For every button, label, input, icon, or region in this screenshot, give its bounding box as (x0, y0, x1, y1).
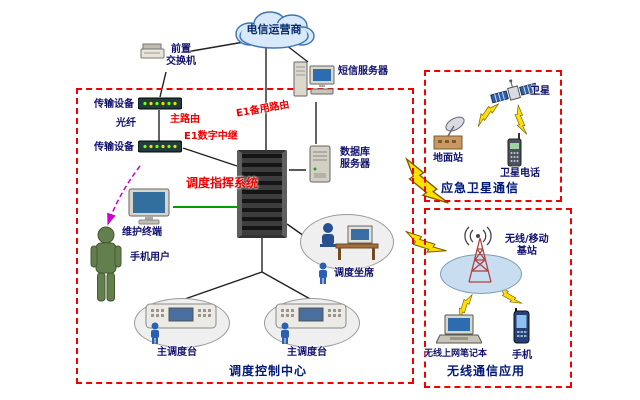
cloud-icon (235, 11, 315, 49)
satellite-phone-label: 卫星电话 (500, 168, 540, 179)
bolt-to-wireless-section (404, 230, 447, 253)
satellite-section-box (424, 70, 562, 202)
console-right-icon (275, 303, 347, 329)
dispatch-center-title: 调度控制中心 (229, 364, 308, 378)
satellite-icon (490, 79, 538, 104)
mobile-phone-label: 手机 (512, 350, 532, 361)
maintenance-terminal-icon (128, 188, 170, 225)
wireless-laptop-label: 无线上网笔记本 (424, 349, 488, 359)
phone-user-label: 手机用户 (130, 252, 170, 263)
dispatch-seat-person-icon (319, 262, 327, 284)
db-server-icon (309, 145, 331, 183)
mobile-user-wireless-arrow (107, 165, 141, 226)
phone-user-icon (90, 226, 122, 302)
wireless-section-title: 无线通信应用 (447, 364, 526, 378)
radio-waves-icon (464, 226, 492, 246)
e1-trunk-label: E1数字中继 (184, 131, 238, 142)
cloud-label: 电信运营商 (246, 23, 302, 36)
transmission-bottom-label: 传输设备 (94, 142, 134, 153)
sms-server-label: 短信服务器 (338, 66, 388, 77)
ground-station-label: 地面站 (433, 153, 463, 164)
console-right-person-icon (281, 322, 289, 344)
bolt-base-phone (498, 285, 523, 304)
db-server-label: 数据库 服务器 (340, 147, 370, 170)
fiber-label: 光纤 (116, 118, 136, 129)
dispatch-seat-platform (300, 214, 394, 270)
transmission-top-label: 传输设备 (94, 99, 134, 110)
console-right-label: 主调度台 (287, 347, 327, 358)
bolt-satellite-ground (477, 103, 500, 127)
front-switch-icon (140, 43, 165, 59)
bolt-to-satellite-section (405, 156, 449, 204)
main-route-label: 主路由 (170, 114, 200, 125)
sms-server-icon (293, 61, 335, 97)
satellite-label: 卫星 (530, 86, 550, 97)
satellite-section-title: 应急卫星通信 (441, 181, 520, 195)
transmission-top-icon (138, 97, 182, 110)
maintenance-terminal-label: 维护终端 (122, 227, 162, 238)
base-station-label: 无线/移动 基站 (505, 234, 549, 257)
transmission-bottom-icon (138, 140, 182, 153)
lightning-bolts (404, 103, 528, 321)
dispatch-seat-icon (320, 223, 379, 260)
base-station-tower-icon (468, 237, 492, 283)
front-switch-label: 前置 交换机 (166, 44, 196, 67)
dispatch-system-rack-icon (237, 150, 287, 238)
dispatch-center-box (76, 88, 414, 384)
console-left-icon (145, 303, 217, 329)
dispatch-system-label: 调度指挥系统 (186, 176, 259, 190)
satellite-phone-icon (507, 133, 522, 167)
dispatch-seat-label: 调度坐席 (334, 268, 374, 279)
laptop-icon (436, 314, 482, 344)
telecom-cloud: 电信运营商 (226, 8, 322, 50)
ground-station-icon (433, 116, 465, 150)
console-left-person-icon (151, 322, 159, 344)
bolt-satellite-phone (514, 103, 528, 135)
wireless-section-box (424, 208, 572, 388)
console-left-label: 主调度台 (157, 347, 197, 358)
mobile-phone-icon (513, 308, 530, 344)
